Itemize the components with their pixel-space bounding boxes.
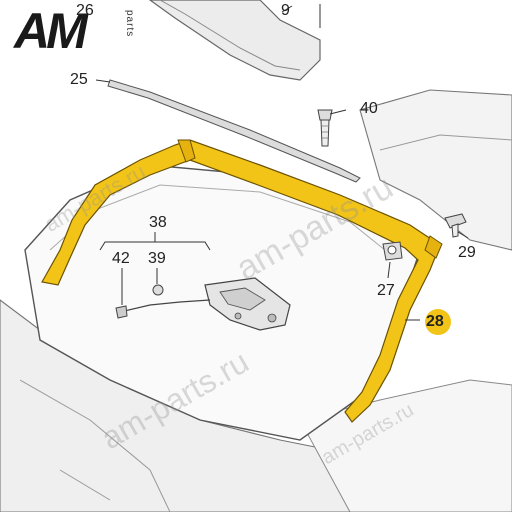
highlight-badge <box>425 309 451 335</box>
clip-29-stem <box>451 223 459 238</box>
bolt-head <box>317 109 333 121</box>
trim-strip <box>107 79 361 183</box>
bolt-shank <box>320 119 330 147</box>
callout-25: 25 <box>70 71 88 88</box>
clip-29 <box>444 213 467 229</box>
callout-29: 29 <box>458 244 476 261</box>
right-panel-crease <box>379 134 512 151</box>
right-body-panel <box>359 89 512 251</box>
callout-9: 9 <box>281 2 290 19</box>
bracket-screw-b <box>234 312 242 320</box>
upper-cowl-panel <box>148 0 321 81</box>
sensor-cable <box>119 299 211 313</box>
brand-logo-sub: parts <box>124 10 135 38</box>
bolt-thread <box>322 125 328 139</box>
windshield-seal <box>41 139 441 423</box>
seal-corner-right <box>424 235 443 259</box>
callout-39: 39 <box>148 250 166 267</box>
sensor-module <box>219 287 266 311</box>
cable-connector <box>115 305 128 319</box>
callout-28: 28 <box>426 313 444 330</box>
bracket-screw-a <box>267 313 277 323</box>
lower-crease-a <box>19 379 171 512</box>
clip-27-hole <box>387 245 397 255</box>
leader-lines <box>95 4 469 321</box>
seal-corner-left <box>177 139 196 163</box>
callout-42: 42 <box>112 250 130 267</box>
grommet-39 <box>152 284 164 296</box>
lower-crease-b <box>59 469 111 501</box>
callout-38: 38 <box>149 214 167 231</box>
brand-logo: AM <box>14 3 88 59</box>
cowl-edge-line <box>159 0 301 71</box>
callout-27: 27 <box>377 282 395 299</box>
callout-40: 40 <box>360 100 378 117</box>
callout-26: 26 <box>76 2 94 19</box>
